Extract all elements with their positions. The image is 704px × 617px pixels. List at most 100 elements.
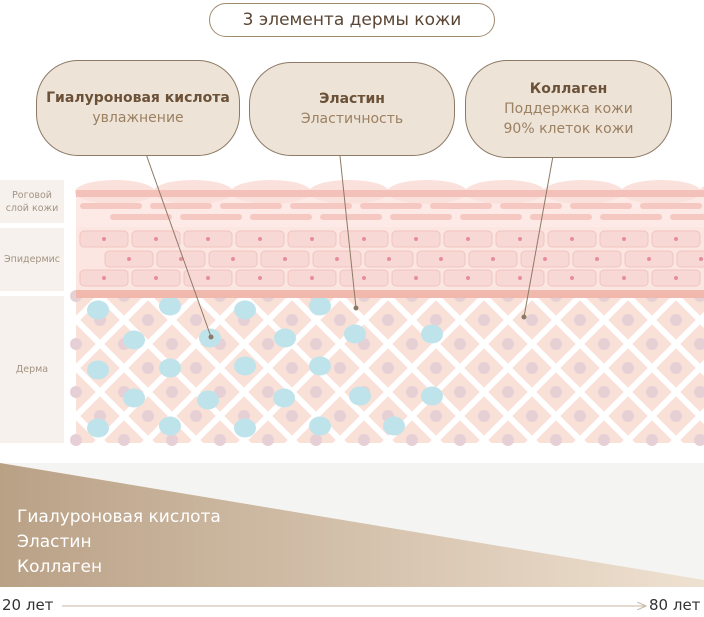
elastin-dot xyxy=(574,410,586,422)
layer-label-horny: Роговой слой кожи xyxy=(0,180,64,223)
pointer-elastin xyxy=(339,155,357,309)
elastin-dot xyxy=(694,434,704,446)
diagram-title: 3 элемента дермы кожи xyxy=(209,3,495,37)
cell-nucleus xyxy=(362,276,366,280)
horny-strip xyxy=(220,203,282,209)
horny-strip xyxy=(390,214,452,220)
cell-nucleus xyxy=(674,276,678,280)
elastin-dot xyxy=(454,386,466,398)
elastin-dot xyxy=(550,386,562,398)
elastin-dot xyxy=(598,434,610,446)
elastin-dot xyxy=(358,434,370,446)
hyaluronic-dot xyxy=(273,388,295,408)
cell-nucleus xyxy=(231,257,235,261)
cell-nucleus xyxy=(414,276,418,280)
elastin-dot xyxy=(670,314,682,326)
elastin-dot xyxy=(478,362,490,374)
elastin-dot xyxy=(310,338,322,350)
hyaluronic-dot xyxy=(87,418,109,438)
cell-nucleus xyxy=(283,257,287,261)
elastin-subtitle: Эластичность xyxy=(300,111,404,127)
horny-strip xyxy=(110,214,172,220)
cell-nucleus xyxy=(362,237,366,241)
hyaluronic-dot xyxy=(159,296,181,316)
cell-nucleus xyxy=(466,237,470,241)
decline-wedge xyxy=(0,463,704,587)
elastin-dot xyxy=(262,386,274,398)
hyaluronic-dot xyxy=(309,296,331,316)
elastin-dot xyxy=(478,314,490,326)
hyaluronic-dot xyxy=(197,390,219,410)
elastin-dot xyxy=(70,434,82,446)
cell-nucleus xyxy=(622,237,626,241)
graph-item-elastin: Эластин xyxy=(17,532,92,552)
cell-nucleus xyxy=(258,276,262,280)
horny-strip xyxy=(320,214,382,220)
elastin-dot xyxy=(574,362,586,374)
elastin-dot xyxy=(286,362,298,374)
graph-item-hyaluronic: Гиалуроновая кислота xyxy=(17,507,221,527)
cell-nucleus xyxy=(179,257,183,261)
cell-nucleus xyxy=(127,257,131,261)
hyaluronic-dot xyxy=(234,418,256,438)
hyaluronic-dot xyxy=(87,360,109,380)
elastin-dot xyxy=(262,434,274,446)
elastin-dot xyxy=(622,410,634,422)
cell-nucleus xyxy=(674,237,678,241)
elastin-dot xyxy=(430,362,442,374)
cell-nucleus xyxy=(102,237,106,241)
hyaluronic-dot xyxy=(274,328,296,348)
horny-strip xyxy=(150,203,212,209)
hyaluronic-dot xyxy=(309,416,331,436)
elastin-dot xyxy=(526,410,538,422)
cell-nucleus xyxy=(570,237,574,241)
horny-strip xyxy=(460,214,522,220)
cell-nucleus xyxy=(310,237,314,241)
cell-nucleus xyxy=(310,276,314,280)
cell-nucleus xyxy=(258,237,262,241)
layer-label-derma: Дерма xyxy=(0,296,64,443)
elastin-dot xyxy=(622,362,634,374)
hyaluronic-dot xyxy=(309,356,331,376)
horny-strip xyxy=(530,214,592,220)
elastin-dot xyxy=(142,314,154,326)
horny-strip xyxy=(430,203,492,209)
epidermis-cells xyxy=(79,230,704,287)
horny-strip xyxy=(670,214,704,220)
cell-nucleus xyxy=(647,257,651,261)
elastin-dot xyxy=(454,434,466,446)
elastin-dot xyxy=(502,338,514,350)
elastin-dot xyxy=(310,434,322,446)
cell-nucleus xyxy=(622,276,626,280)
horny-strip xyxy=(640,203,702,209)
hyaluronic-dot xyxy=(234,356,256,376)
epidermis-cell xyxy=(676,250,704,268)
elastin-dot xyxy=(166,386,178,398)
cell-nucleus xyxy=(518,276,522,280)
cell-nucleus xyxy=(387,257,391,261)
elastin-dot xyxy=(694,386,704,398)
cell-nucleus xyxy=(518,237,522,241)
elastin-dot xyxy=(550,338,562,350)
hyaluronic-dot xyxy=(123,330,145,350)
hyaluronic-dot xyxy=(344,324,366,344)
hyaluronic-dot xyxy=(234,300,256,320)
elastin-dot xyxy=(550,434,562,446)
age-end-label: 80 лет xyxy=(649,596,701,614)
elastin-title: Эластин xyxy=(319,91,385,107)
hyaluronic-dot xyxy=(421,324,443,344)
collagen-subtitle-1: Поддержка кожи xyxy=(504,101,633,117)
hyaluronic-dot xyxy=(87,300,109,320)
elastin-dot xyxy=(190,410,202,422)
collagen-subtitle-2: 90% клеток кожи xyxy=(503,121,634,137)
age-start-label: 20 лет xyxy=(2,596,54,614)
hyaluronic-subtitle: увлажнение xyxy=(92,110,184,126)
elastin-dot xyxy=(70,338,82,350)
elastin-dot xyxy=(598,386,610,398)
elastin-dot xyxy=(70,386,82,398)
elastin-dot xyxy=(382,314,394,326)
hyaluronic-dot xyxy=(159,358,181,378)
horny-strip xyxy=(500,203,562,209)
elastin-dot xyxy=(190,362,202,374)
elastin-dot xyxy=(406,434,418,446)
